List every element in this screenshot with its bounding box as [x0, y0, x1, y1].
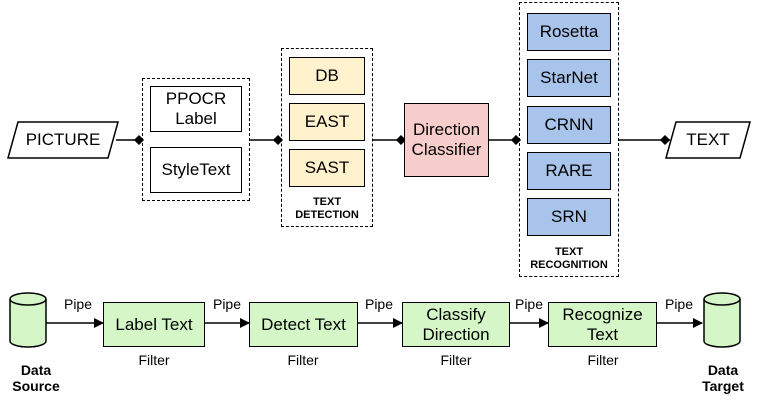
db-box: DB — [289, 57, 365, 95]
filter-caption-2: Filter — [287, 352, 319, 368]
data-target-label: Data Target — [702, 362, 744, 394]
style-text-box: StyleText — [150, 147, 242, 193]
text-output: TEXT — [686, 130, 730, 149]
top-connector-5 — [619, 134, 671, 146]
filter-caption-3: Filter — [440, 352, 472, 368]
pipe-label-3: Pipe — [364, 296, 394, 312]
filter-caption-1: Filter — [138, 352, 170, 368]
detect-text-filter: Detect Text — [249, 302, 358, 347]
pipe-label-5: Pipe — [664, 296, 694, 312]
top-connector-3 — [373, 134, 407, 146]
text-recognition-group — [519, 2, 619, 277]
crnn-box: CRNN — [527, 106, 611, 144]
pipe-label-2: Pipe — [212, 296, 242, 312]
top-connector-1 — [116, 134, 145, 146]
pipe-label-4: Pipe — [514, 296, 544, 312]
classify-direction-filter: Classify Direction — [402, 302, 510, 347]
sast-box: SAST — [289, 149, 365, 187]
rosetta-box: Rosetta — [527, 13, 611, 51]
text-recognition-label: TEXT RECOGNITION — [530, 246, 608, 271]
recognize-text-filter: Recognize Text — [548, 302, 657, 347]
pipe-label-1: Pipe — [63, 296, 93, 312]
top-connector-2 — [250, 134, 284, 146]
data-source-label: Data Source — [12, 362, 60, 394]
filter-caption-4: Filter — [587, 352, 619, 368]
text-detection-group — [281, 48, 373, 227]
tools-group — [142, 78, 250, 201]
ppocr-label-box: PPOCR Label — [150, 86, 242, 132]
direction-classifier-box: Direction Classifier — [404, 103, 489, 177]
srn-box: SRN — [527, 198, 611, 236]
starnet-box: StarNet — [527, 59, 611, 97]
picture-input: PICTURE — [25, 130, 101, 149]
text-detection-label: TEXT DETECTION — [295, 196, 359, 221]
label-text-filter: Label Text — [103, 302, 205, 347]
text-output-shape — [665, 121, 751, 159]
data-source-cylinder — [9, 292, 47, 348]
east-box: EAST — [289, 103, 365, 141]
picture-input-shape — [7, 121, 119, 159]
rare-box: RARE — [527, 152, 611, 190]
top-connector-4 — [489, 134, 522, 146]
data-target-cylinder — [703, 292, 741, 348]
